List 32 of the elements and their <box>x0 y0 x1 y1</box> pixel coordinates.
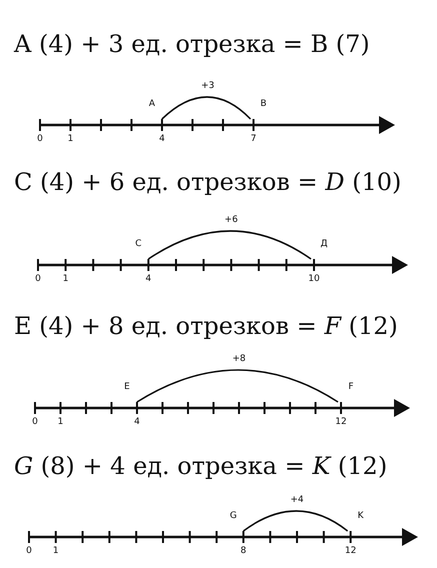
tick-label: 4 <box>146 274 152 284</box>
point-label: E <box>124 382 130 392</box>
tick-label: 10 <box>308 274 320 284</box>
point-label: K <box>358 511 364 521</box>
tick-label: 0 <box>35 274 41 284</box>
tick-label: 8 <box>240 546 246 556</box>
tick-label: 12 <box>344 546 356 556</box>
equation: A (4) + 3 ед. отрезка = B (7) <box>14 30 370 58</box>
equation: C (4) + 6 ед. отрезков = D (10) <box>14 168 402 196</box>
point-label: G <box>230 511 237 521</box>
point-label: Д <box>320 239 328 249</box>
tick-label: 1 <box>58 417 64 427</box>
jump-label: +6 <box>224 215 238 225</box>
point-label: F <box>348 382 354 392</box>
tick-label: 0 <box>26 546 32 556</box>
tick-label: 4 <box>159 134 165 144</box>
tick-label: 4 <box>134 417 140 427</box>
tick-label: 0 <box>37 134 43 144</box>
tick-label: 1 <box>62 274 68 284</box>
tick-label: 1 <box>52 546 59 556</box>
jump-label: +4 <box>290 495 304 505</box>
point-label: B <box>260 99 267 109</box>
tick-label: 7 <box>250 134 256 144</box>
tick-label: 1 <box>68 134 74 144</box>
equation: E (4) + 8 ед. отрезков = F (12) <box>14 312 398 340</box>
equation: G (8) + 4 ед. отрезка = K (12) <box>14 452 388 480</box>
point-label: C <box>135 239 142 249</box>
jump-label: +3 <box>201 81 214 91</box>
tick-label: 0 <box>32 417 38 427</box>
tick-label: 12 <box>335 417 347 427</box>
point-label: A <box>148 99 156 109</box>
jump-label: +8 <box>232 354 246 364</box>
